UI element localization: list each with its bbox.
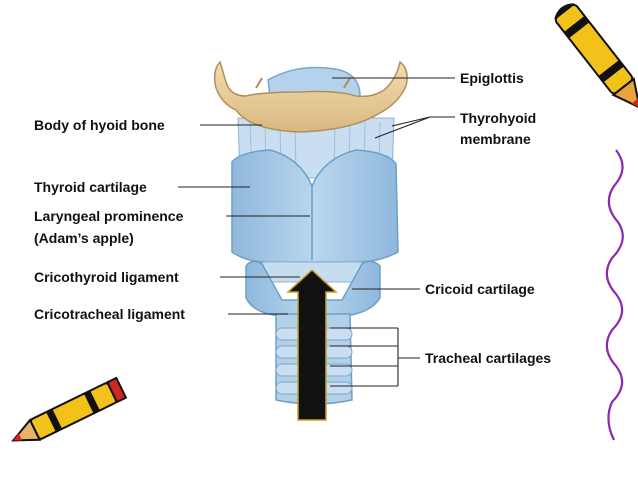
label-thyroid-cartilage: Thyroid cartilage [34, 179, 147, 196]
label-laryngeal-prominence: Laryngeal prominence [34, 208, 183, 225]
crayon-icon [551, 0, 638, 115]
label-cricothyroid-ligament: Cricothyroid ligament [34, 269, 179, 286]
pencil-icon [8, 378, 125, 450]
label-cricotracheal-ligament: Cricotracheal ligament [34, 306, 185, 323]
label-adams-apple: (Adam’s apple) [34, 230, 134, 247]
decorative-squiggle [607, 150, 623, 440]
label-hyoid-bone: Body of hyoid bone [34, 117, 165, 134]
label-tracheal-cartilages: Tracheal cartilages [425, 350, 551, 367]
label-epiglottis: Epiglottis [460, 70, 524, 87]
label-membrane: membrane [460, 131, 531, 148]
label-cricoid-cartilage: Cricoid cartilage [425, 281, 535, 298]
label-thyrohyoid: Thyrohyoid [460, 110, 536, 127]
